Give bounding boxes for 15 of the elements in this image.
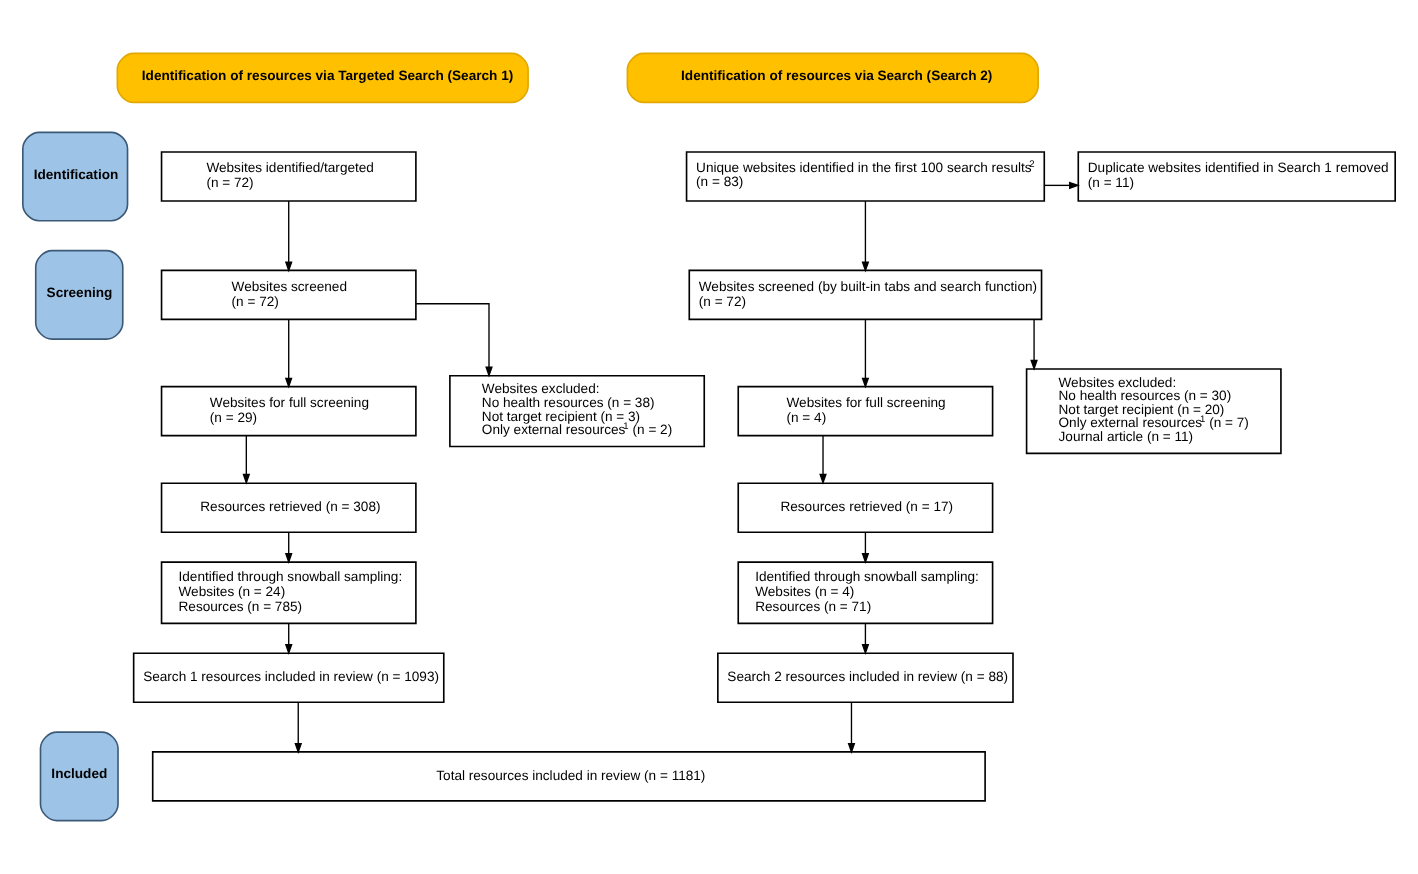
arrow — [1030, 318, 1038, 371]
arrow — [284, 200, 293, 273]
arrow — [415, 303, 493, 378]
arrow — [242, 435, 251, 485]
arrow — [819, 435, 827, 485]
arrow — [847, 701, 856, 754]
arrow — [1043, 181, 1080, 190]
arrow — [861, 200, 870, 273]
arrow — [294, 701, 303, 754]
arrow — [861, 318, 870, 389]
arrow — [284, 318, 293, 389]
arrow — [284, 531, 293, 564]
arrow — [861, 531, 870, 564]
arrow — [861, 622, 870, 655]
arrow — [284, 622, 293, 655]
